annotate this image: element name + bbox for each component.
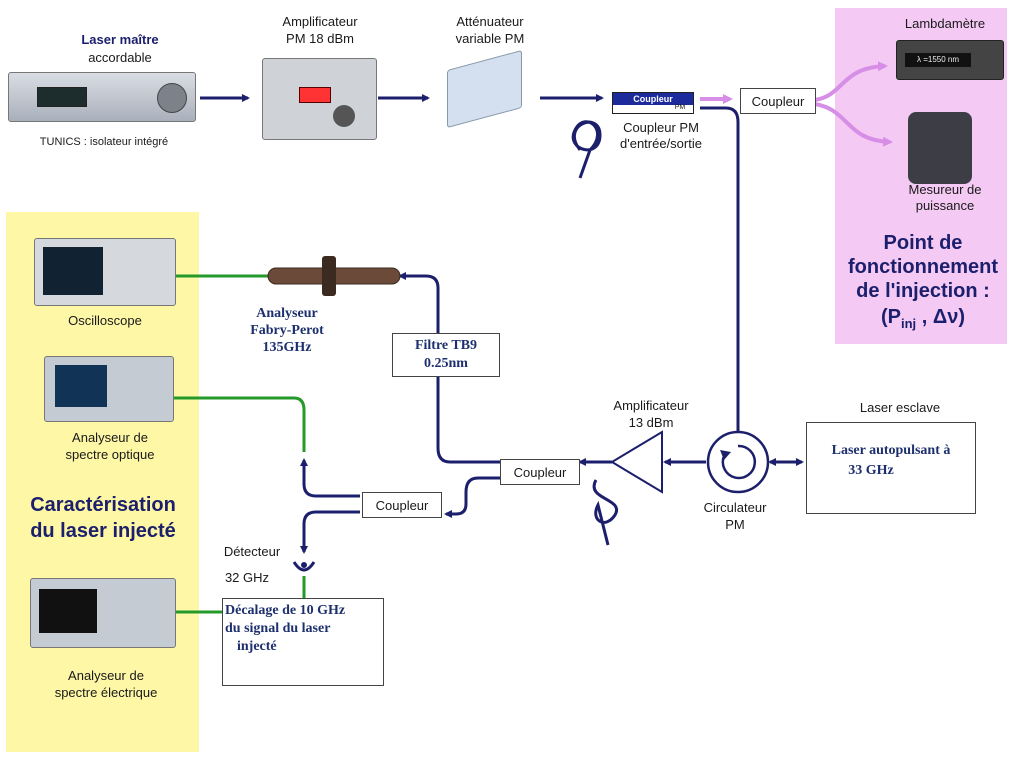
label-fp-2: Fabry-Perot [232,323,342,339]
lambdametre-device: λ =1550 nm [896,40,1004,80]
coupleur-pm-box: Coupleur PM [612,92,694,114]
caracterisation-1: Caractérisation [8,494,198,517]
label-esa-2: spectre électrique [36,685,176,701]
amplificateur-pm-device [262,58,377,140]
coupleur-top: Coupleur [740,88,816,114]
label-osa-1: Analyseur de [40,430,180,446]
wire-coupler2-to-detector [304,512,360,552]
pink-to-lambdametre [815,66,885,100]
laser-auto-1: Laser autopulsant à [807,443,975,459]
label-oscilloscope: Oscilloscope [40,313,170,329]
label-fp-3: 135GHz [232,340,342,356]
amplifier-13dbm-symbol [612,432,662,492]
lambdametre-display: λ =1550 nm [905,53,971,67]
label-circulateur-2: PM [680,517,790,533]
wire-coupler2-to-osa [304,460,360,496]
label-coupleur-pm-2: d'entrée/sortie [596,136,726,152]
analyseur-se-device [30,578,176,648]
filtre-line2: 0.25nm [393,356,499,372]
analyseur-so-device [44,356,174,422]
caracterisation-2: du laser injecté [8,520,198,543]
point-line2: fonctionnement [838,256,1008,279]
label-mesureur-1: Mesureur de [880,182,1010,198]
decalage-3: injecté [237,639,357,655]
label-ampli-pm-2: PM 18 dBm [260,31,380,47]
label-esa-1: Analyseur de [36,668,176,684]
point-line3: de l'injection : [838,280,1008,303]
label-amp13-2: 13 dBm [596,415,706,431]
coupleur-pm-box-sub: PM [669,104,691,112]
label-coupleur-pm-1: Coupleur PM [596,120,726,136]
label-attenuateur-1: Atténuateur [440,14,540,30]
fabry-perot-device [268,256,400,296]
mesureur-device [908,112,972,184]
coupleur-lower: Coupleur [362,492,442,518]
label-accordable: accordable [60,50,180,66]
label-detecteur: Détecteur [212,544,292,560]
laser-esclave-box: Laser autopulsant à 33 GHz [806,422,976,514]
label-laser-esclave: Laser esclave [820,400,980,416]
point-line4-sub: inj [901,316,916,331]
decalage-2: du signal du laser [223,621,385,637]
label-lambdametre: Lambdamètre [880,16,1010,32]
wire-coupler-to-circulator [700,108,738,438]
label-mesureur-2: puissance [880,198,1010,214]
point-line4-pre: (P [881,306,901,328]
fiber-coil-amp13 [594,480,617,545]
label-laser-maitre: Laser maître [60,32,180,48]
label-osa-2: spectre optique [40,447,180,463]
detector-symbol [294,562,314,570]
pink-to-mesureur [815,104,890,142]
laser-auto-2: 33 GHz [787,463,955,479]
circulator-symbol [708,432,768,492]
label-tunics: TUNICS : isolateur intégré [14,134,194,150]
label-fp-1: Analyseur [232,306,342,322]
wire-coupler-to-coupler2 [446,478,500,514]
label-detecteur-freq: 32 GHz [212,570,282,586]
point-line1: Point de [838,232,1008,255]
decalage-1: Décalage de 10 GHz [223,603,385,619]
label-attenuateur-2: variable PM [440,31,540,47]
laser-maitre-device [8,72,196,122]
point-line4: (Pinj , Δν) [838,306,1008,335]
label-amp13-1: Amplificateur [596,398,706,414]
filtre-box: Filtre TB9 0.25nm [392,333,500,377]
point-line4-post: , Δν) [916,306,965,328]
oscilloscope-device [34,238,176,306]
coupleur-middle: Coupleur [500,459,580,485]
decalage-box: Décalage de 10 GHz du signal du laser in… [222,598,384,686]
green-osa-wire [174,398,304,452]
filtre-line1: Filtre TB9 [393,338,499,354]
label-circulateur-1: Circulateur [680,500,790,516]
label-ampli-pm-1: Amplificateur [260,14,380,30]
